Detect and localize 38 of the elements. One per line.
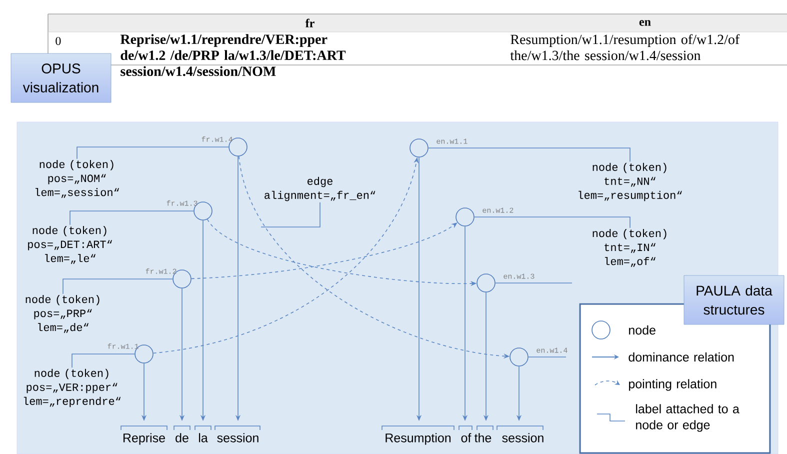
leader-line <box>62 278 173 294</box>
callout-box: OPUS visualization <box>10 53 112 103</box>
leader-line <box>260 202 320 228</box>
annotation-text: node (token) pos=„NOM“ lem=„session“ <box>36 160 119 198</box>
leader-line <box>70 210 194 226</box>
token-circle <box>510 348 528 366</box>
legend-label: node <box>629 325 656 335</box>
legend-label: dominance relation <box>628 352 734 362</box>
token-circle <box>476 274 496 292</box>
leader-line <box>474 216 630 228</box>
annotation-text: edge alignment=„fr_en“ <box>264 176 376 202</box>
token-circle <box>410 138 428 158</box>
annotation-text: node (token) pos=„DET:ART“ lem=„le“ <box>28 226 112 264</box>
leader-line <box>528 356 566 358</box>
leader-line <box>76 146 230 160</box>
word: the <box>474 426 494 442</box>
word: of <box>458 426 472 442</box>
table-cell: Resumption/w1.1/resumption of/w1.2/of the/w1.3/the session/w1.4/session <box>510 34 740 60</box>
callout-box: PAULA data structures <box>684 275 784 325</box>
word: Reprise <box>120 426 168 445</box>
column-header: fr <box>305 18 314 28</box>
legend-label: pointing relation <box>629 379 716 391</box>
token-circle <box>456 208 474 226</box>
annotation-text: node (token) tnt=„NN“ lem=„resumption“ <box>578 162 682 202</box>
leader-line <box>495 282 572 284</box>
annotation-text: node (token) pos=„PRP“ lem=„de“ <box>26 295 100 333</box>
word: session <box>214 426 260 442</box>
annotation-text: node (token) pos=„VER:pper“ lem=„reprendre“ <box>24 368 121 408</box>
leader-line <box>72 354 135 368</box>
word: session <box>496 426 544 442</box>
word: Resumption <box>382 426 454 445</box>
legend-label: label attached to a node or edge <box>636 404 740 432</box>
column-header: en <box>639 20 651 26</box>
word: la <box>194 426 212 442</box>
table-cell: Reprise/w1.1/reprendre/VER:pper de/w1.2 /de/PRP la/w1.3/le/DET:ART session/w1.4/session/NOM <box>120 34 346 76</box>
word: de <box>174 426 190 442</box>
leader-line <box>428 148 630 162</box>
annotation-text: node (token) tnt=„IN“ lem=„of“ <box>592 229 666 267</box>
